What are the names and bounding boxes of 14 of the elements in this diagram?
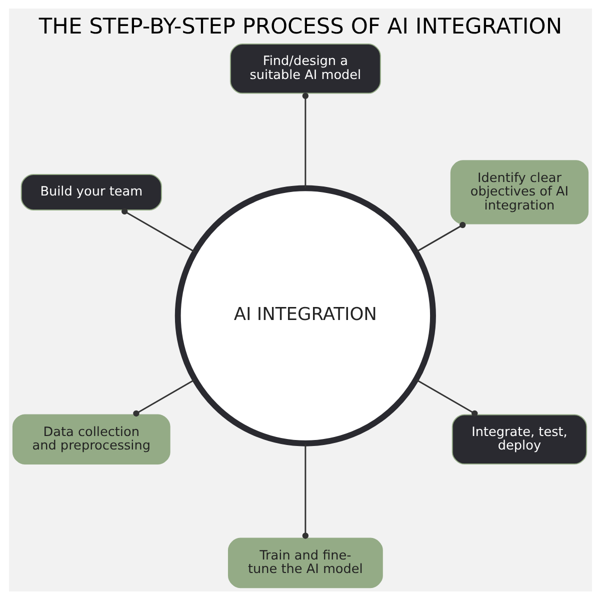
connector <box>415 222 466 252</box>
connector <box>120 208 195 252</box>
node-box: Find/design a suitable AI model <box>229 43 380 94</box>
node-box: Identify clear objectives of AI integration <box>450 160 588 224</box>
diagram-title: THE STEP-BY-STEP PROCESS OF AI INTEGRATION <box>38 14 562 40</box>
connector <box>415 379 478 417</box>
node-box: Build your team <box>20 174 162 210</box>
node-circle: AI INTEGRATION <box>174 185 436 446</box>
connector <box>302 444 308 539</box>
node-box: Train and fine-tune the AI model <box>227 538 382 588</box>
connector <box>302 92 308 188</box>
node-box: Integrate, test, deploy <box>451 414 587 465</box>
connector <box>132 379 195 417</box>
node-box: Data collection and preprocessing <box>12 414 170 465</box>
